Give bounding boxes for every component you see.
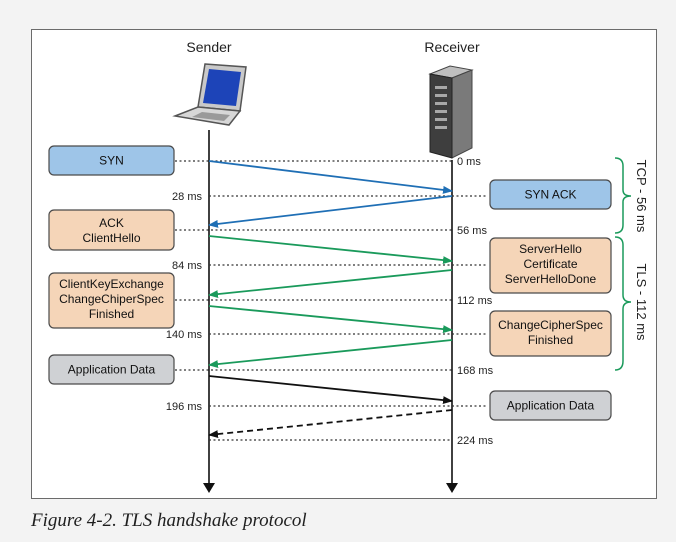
arrow-serverhello	[208, 269, 453, 299]
arrow-clienthello	[208, 235, 453, 265]
time-label-168ms: 168 ms	[457, 365, 494, 377]
box-change-cipher-spec: ChangeCipherSpec Finished	[489, 310, 612, 357]
box-syn-line1: SYN	[99, 154, 124, 168]
arrow-server-finished	[208, 339, 453, 369]
box-ack-line2: ClientHello	[82, 231, 140, 245]
tls-brace-label: TLS - 112 ms	[634, 263, 649, 341]
time-label-196ms: 196 ms	[166, 401, 203, 413]
box-cke-line1: ClientKeyExchange	[59, 277, 164, 291]
box-ccs-line1: ChangeCipherSpec	[498, 318, 603, 332]
box-server-hello: ServerHello Certificate ServerHelloDone	[489, 237, 612, 294]
time-label-0ms: 0 ms	[457, 156, 481, 168]
time-label-28ms: 28 ms	[172, 191, 202, 203]
box-syn-ack: SYN ACK	[489, 179, 612, 210]
tls-brace	[614, 236, 632, 371]
arrow-client-finished	[208, 305, 453, 334]
box-ack-clienthello: ACK ClientHello	[48, 209, 175, 251]
diagram-frame: Sender Receiver 0 ms 28 ms	[31, 29, 657, 499]
tcp-brace-label: TCP - 56 ms	[634, 160, 649, 233]
figure-caption: Figure 4-2. TLS handshake protocol	[31, 510, 307, 531]
box-ccs-line2: Finished	[528, 333, 573, 347]
arrow-app-data-response	[208, 409, 453, 439]
box-syn: SYN	[48, 145, 175, 176]
box-sh-line1: ServerHello	[519, 242, 582, 256]
box-cke-line2: ChangeChiperSpec	[59, 292, 164, 306]
box-sh-line3: ServerHelloDone	[505, 272, 597, 286]
box-receiver-application-data: Application Data	[489, 390, 612, 421]
time-label-56ms: 56 ms	[457, 225, 487, 237]
box-sender-application-data: Application Data	[48, 354, 175, 385]
time-label-112ms: 112 ms	[457, 295, 493, 307]
box-ack-line1: ACK	[99, 216, 124, 230]
server-icon	[428, 65, 474, 159]
time-label-140ms: 140 ms	[166, 329, 203, 341]
time-gridlines	[175, 160, 487, 441]
arrow-syn-ack	[208, 195, 453, 228]
box-cke-line3: Finished	[89, 307, 134, 321]
arrow-app-data-request	[208, 375, 453, 405]
receiver-label: Receiver	[424, 39, 480, 55]
box-sender-app-line1: Application Data	[68, 363, 156, 377]
tls-handshake-diagram: Sender Receiver 0 ms 28 ms	[48, 39, 649, 493]
laptop-icon	[172, 63, 247, 126]
arrow-syn	[208, 160, 453, 194]
sender-lifeline-arrowhead	[203, 483, 215, 493]
box-sh-line2: Certificate	[523, 257, 577, 271]
sender-label: Sender	[186, 39, 231, 55]
tcp-brace	[614, 157, 632, 234]
receiver-lifeline-arrowhead	[446, 483, 458, 493]
time-label-84ms: 84 ms	[172, 260, 202, 272]
box-syn-ack-line1: SYN ACK	[524, 188, 576, 202]
box-client-key-exchange: ClientKeyExchange ChangeChiperSpec Finis…	[48, 272, 175, 329]
time-label-224ms: 224 ms	[457, 435, 494, 447]
box-receiver-app-line1: Application Data	[507, 399, 595, 413]
